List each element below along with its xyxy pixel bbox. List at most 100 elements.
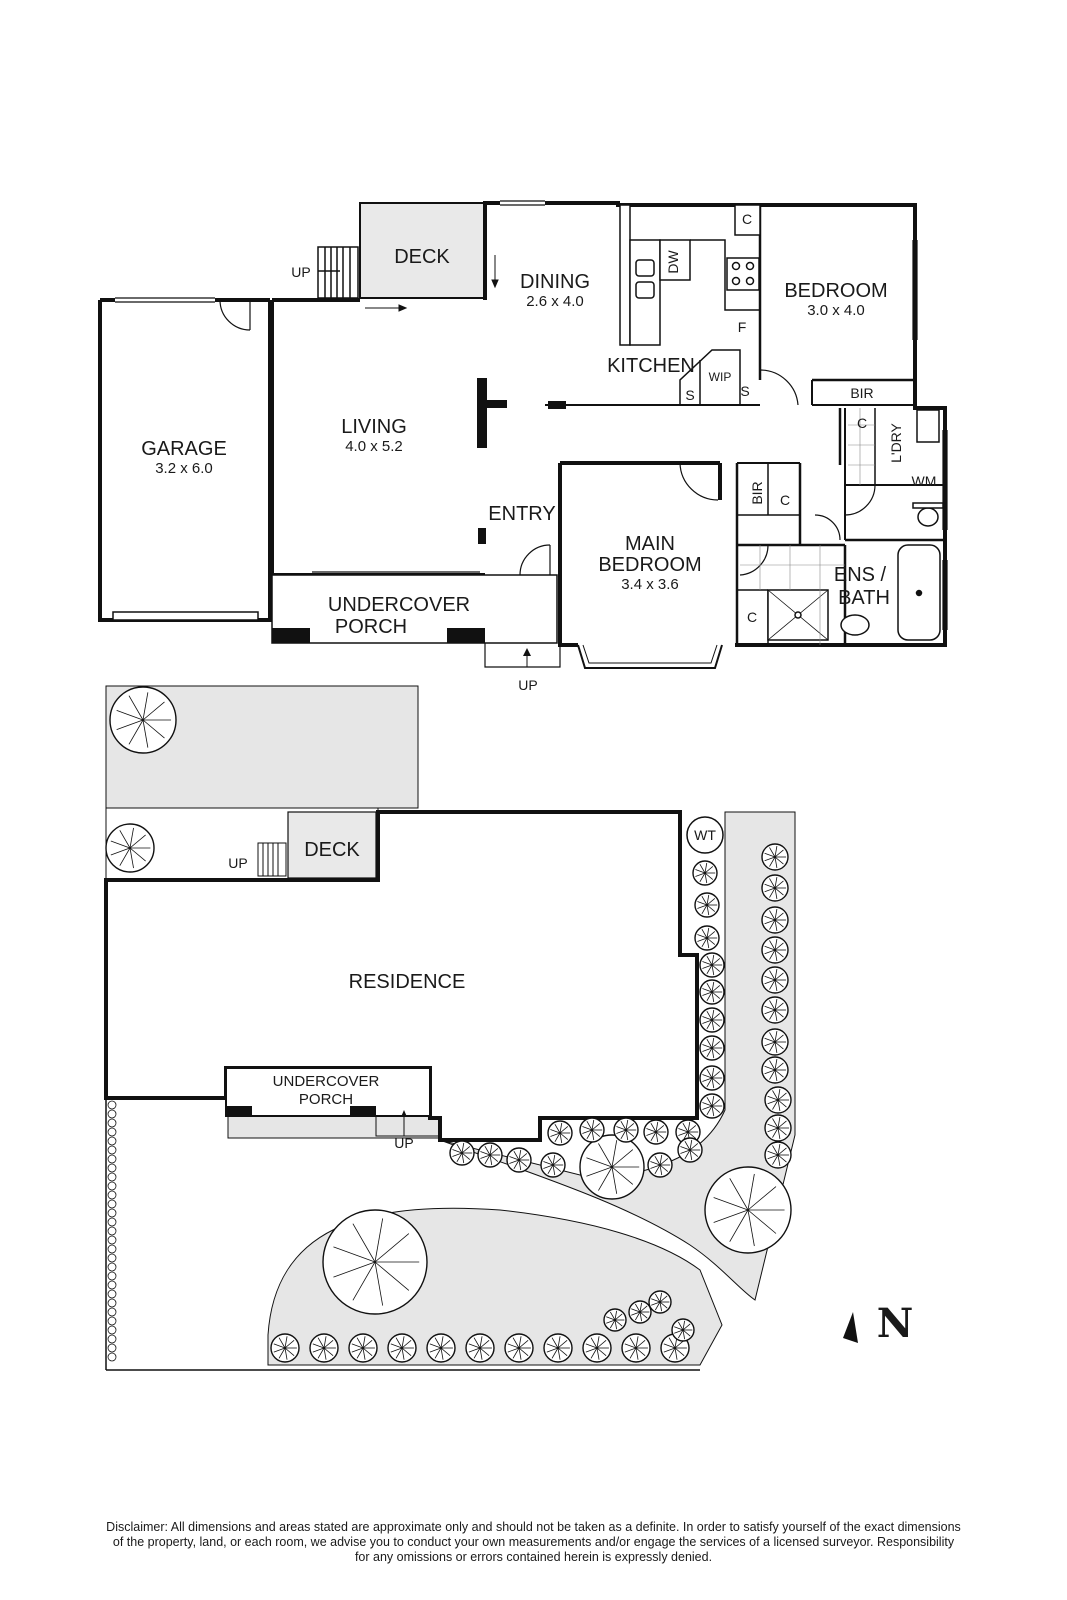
- residence-label: RESIDENCE: [349, 971, 466, 993]
- tree-icon: [764, 1141, 792, 1169]
- disclaimer-line-3: for any omissions or errors contained he…: [354, 1550, 713, 1564]
- tree-icon: [694, 925, 720, 951]
- tree-icon: [270, 1333, 300, 1363]
- hedge-icon: [107, 1109, 117, 1119]
- trees: [105, 686, 792, 1363]
- hedge-icon: [107, 1244, 117, 1254]
- tree-icon: [704, 1166, 792, 1254]
- kitchen-label: KITCHEN: [607, 355, 695, 377]
- bay-window: [577, 644, 723, 669]
- garage-dims: 3.2 x 6.0: [155, 460, 213, 477]
- hedge-icon: [107, 1199, 117, 1209]
- deck-area: [359, 202, 486, 299]
- tree-icon: [449, 1140, 475, 1166]
- bir-bedroom-label: BIR: [850, 385, 873, 401]
- dining-label: DINING: [520, 271, 590, 293]
- hedge-icon: [107, 1235, 117, 1245]
- tree-icon: [761, 1028, 789, 1056]
- hedge-icon: [107, 1307, 117, 1317]
- tree-icon: [543, 1333, 573, 1363]
- living-label: LIVING: [341, 416, 407, 438]
- tree-icon: [613, 1117, 639, 1143]
- driveway: [439, 811, 796, 1301]
- hedge-icon: [107, 1154, 117, 1164]
- site-porch-label-1: UNDERCOVER: [273, 1073, 380, 1090]
- site-plan: [104, 685, 796, 1371]
- tree-icon: [764, 1114, 792, 1142]
- tree-icon: [692, 860, 718, 886]
- wm-label: WM: [912, 473, 937, 489]
- s2-label: S: [740, 383, 749, 399]
- site-deck-stairs: [257, 842, 287, 877]
- tree-icon: [547, 1120, 573, 1146]
- tree-icon: [761, 843, 789, 871]
- hedge-icon: [107, 1172, 117, 1182]
- hedge-icon: [107, 1100, 117, 1110]
- fridge-label: F: [738, 319, 747, 335]
- deck-label: DECK: [394, 246, 450, 268]
- tree-icon: [643, 1119, 669, 1145]
- bir-main-label: BIR: [749, 481, 765, 504]
- tree-icon: [761, 996, 789, 1024]
- ensuite-label-1: ENS /: [834, 564, 887, 586]
- hedge-icon: [107, 1208, 117, 1218]
- hedge-icon: [107, 1352, 117, 1362]
- hedge-icon: [107, 1334, 117, 1344]
- c-ens-label: C: [747, 609, 757, 625]
- wip-label: WIP: [709, 370, 732, 384]
- tree-icon: [603, 1308, 627, 1332]
- tree-icon: [628, 1300, 652, 1324]
- tree-icon: [105, 823, 155, 873]
- hedge-icon: [107, 1289, 117, 1299]
- wt-label: WT: [694, 827, 716, 843]
- porch-label-2: PORCH: [335, 616, 407, 638]
- tree-icon: [761, 874, 789, 902]
- site-up-porch-label: UP: [394, 1135, 413, 1151]
- porch-area: [271, 574, 561, 668]
- tree-icon: [761, 906, 789, 934]
- up-porch-label: UP: [518, 677, 537, 693]
- tree-icon: [504, 1333, 534, 1363]
- tree-icon: [465, 1333, 495, 1363]
- ensuite-label-2: BATH: [838, 587, 890, 609]
- slide-arrows: [365, 255, 499, 312]
- tree-icon: [506, 1147, 532, 1173]
- disclaimer-line-2: of the property, land, or each room, we …: [112, 1535, 955, 1549]
- tree-icon: [309, 1333, 339, 1363]
- disclaimer-line-1: Disclaimer: All dimensions and areas sta…: [106, 1520, 961, 1534]
- tree-icon: [761, 1056, 789, 1084]
- tree-icon: [699, 1035, 725, 1061]
- bedroom-label: BEDROOM: [784, 280, 887, 302]
- tree-icon: [699, 979, 725, 1005]
- disclaimer: Disclaimer: All dimensions and areas sta…: [14, 1520, 1053, 1565]
- porch-label-1: UNDERCOVER: [328, 594, 470, 616]
- hedge-icon: [107, 1127, 117, 1137]
- tree-icon: [694, 892, 720, 918]
- hedge-icon: [107, 1343, 117, 1353]
- site-deck-label: DECK: [304, 839, 360, 861]
- tree-icon: [477, 1142, 503, 1168]
- tree-icon: [764, 1086, 792, 1114]
- tree-icon: [671, 1318, 695, 1342]
- site-porch-label-2: PORCH: [299, 1091, 353, 1108]
- tree-icon: [699, 1093, 725, 1119]
- c-main-label: C: [780, 492, 790, 508]
- tree-icon: [699, 952, 725, 978]
- bath-fittings: [767, 409, 944, 641]
- hedge-icon: [107, 1181, 117, 1191]
- tree-icon: [699, 1007, 725, 1033]
- kitchen-fittings: [619, 204, 761, 405]
- site-porch: [225, 1067, 431, 1117]
- main-bedroom-label-1: MAIN: [625, 533, 675, 555]
- tree-icon: [579, 1134, 645, 1200]
- tree-icon: [699, 1065, 725, 1091]
- hedge-icon: [107, 1316, 117, 1326]
- hedge-icon: [107, 1226, 117, 1236]
- hedge-icon: [107, 1217, 117, 1227]
- tree-icon: [348, 1333, 378, 1363]
- entry-label: ENTRY: [488, 503, 555, 525]
- tree-icon: [426, 1333, 456, 1363]
- tree-icon: [582, 1333, 612, 1363]
- water-tank: [686, 816, 724, 854]
